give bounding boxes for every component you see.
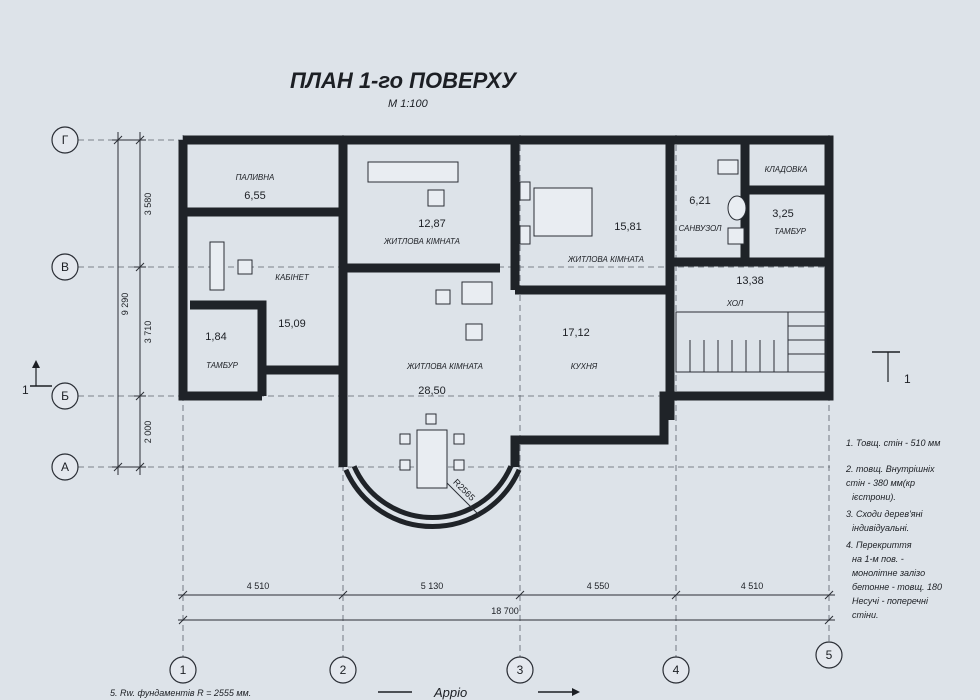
room-name-hol: ХОЛ: [726, 299, 744, 308]
axis-label-3: 3: [517, 663, 524, 677]
note-line-9: монолітне залізо: [852, 568, 925, 578]
room-area-tambur-right: 3,25: [772, 208, 793, 220]
handwritten-notes: 1. Товщ. стін - 510 мм 2. товщ. Внутрішн…: [845, 438, 942, 620]
room-area-palyvna: 6,55: [244, 190, 265, 202]
room-tambur-left: 1,84 ТАМБУР: [205, 331, 238, 370]
axis-bubble-b: Б: [51, 382, 79, 410]
note-line-11: Несучі - поперечні: [852, 596, 929, 606]
room-area-hol: 13,38: [736, 275, 764, 287]
room-name-living-main: ЖИТЛОВА КІМНАТА: [406, 362, 483, 371]
axis-bubble-3: 3: [506, 656, 534, 684]
room-area-tambur-left: 1,84: [205, 331, 226, 343]
room-name-tambur-right: ТАМБУР: [774, 227, 806, 236]
room-area-bedroom: 15,81: [614, 221, 642, 233]
axis-label-v: В: [61, 260, 69, 274]
note-line-6: індивідуальні.: [852, 523, 909, 533]
footer-note: 5. Rw. фундаментів R = 2555 мм.: [110, 688, 251, 698]
room-area-living-top: 12,87: [418, 218, 446, 230]
horizontal-dimensions: 4 510 5 130 4 550 4 510 18 700: [178, 581, 835, 625]
room-area-sanvuzol: 6,21: [689, 195, 710, 207]
bay-radius-label: R2565: [451, 477, 477, 503]
axis-label-a: А: [61, 460, 69, 474]
drawing-title: ПЛАН 1-го ПОВЕРХУ: [290, 68, 518, 93]
room-hol: 13,38 ХОЛ: [726, 275, 764, 308]
note-line-10: бетонне - товщ. 180: [852, 582, 942, 592]
room-bedroom: 15,81 ЖИТЛОВА КІМНАТА: [567, 221, 644, 264]
section-label-right: 1: [904, 372, 911, 386]
axis-bubble-g: Г: [51, 126, 79, 154]
room-kladovka: КЛАДОВКА: [765, 165, 808, 174]
room-name-kladovka: КЛАДОВКА: [765, 165, 808, 174]
room-name-palyvna: ПАЛИВНА: [236, 173, 275, 182]
dim-horizontal-1: 4 510: [247, 581, 270, 591]
dim-horizontal-total: 18 700: [491, 606, 519, 616]
axis-label-b: Б: [61, 389, 69, 403]
axis-bubble-1: 1: [169, 656, 197, 684]
room-area-kabinet: 15,09: [278, 318, 306, 330]
section-mark-right: 1: [872, 351, 911, 386]
room-sanvuzol: 6,21 САНВУЗОЛ: [679, 195, 722, 233]
note-line-8: на 1-м пов. -: [852, 554, 904, 564]
vertical-dimensions: 3 580 3 710 2 000 9 290: [112, 132, 153, 475]
footer-notes: 5. Rw. фундаментів R = 2555 мм. Арріо: [110, 685, 580, 700]
room-name-living-top: ЖИТЛОВА КІМНАТА: [383, 237, 460, 246]
note-line-4: ієстрони).: [852, 492, 896, 502]
room-name-kabinet: КАБІНЕТ: [275, 273, 310, 282]
axis-bubble-2: 2: [329, 656, 357, 684]
dim-vertical-total: 9 290: [120, 293, 130, 316]
room-tambur-right: 3,25 ТАМБУР: [772, 208, 806, 236]
dim-horizontal-2: 5 130: [421, 581, 444, 591]
axis-bubble-4: 4: [662, 656, 690, 684]
room-living-top: 12,87 ЖИТЛОВА КІМНАТА: [383, 218, 460, 246]
note-line-12: стіни.: [852, 610, 878, 620]
stairs: [675, 311, 827, 373]
axis-label-g: Г: [62, 133, 69, 147]
dim-vertical-1: 3 580: [143, 193, 153, 216]
note-line-2: 2. товщ. Внутрішніх: [845, 464, 935, 474]
section-mark-left: 1: [22, 360, 52, 397]
room-palyvna: ПАЛИВНА 6,55: [236, 173, 275, 202]
axis-bubble-v: В: [51, 253, 79, 281]
room-name-sanvuzol: САНВУЗОЛ: [679, 224, 722, 233]
room-area-living-main: 28,50: [418, 385, 446, 397]
footer-arrow-label: Арріо: [433, 685, 467, 700]
note-line-1: 1. Товщ. стін - 510 мм: [846, 438, 940, 448]
note-line-3: стін - 380 мм(кр: [846, 478, 915, 488]
note-line-7: 4. Перекриття: [846, 540, 912, 550]
note-line-5: 3. Сходи дерев'яні: [846, 509, 924, 519]
section-label-left: 1: [22, 383, 29, 397]
furniture: [209, 159, 747, 489]
dim-horizontal-3: 4 550: [587, 581, 610, 591]
axis-label-5: 5: [826, 648, 833, 662]
axis-label-1: 1: [180, 663, 187, 677]
axis-label-4: 4: [673, 663, 680, 677]
axis-label-2: 2: [340, 663, 347, 677]
room-kukhnia: 17,12 КУХНЯ: [562, 327, 598, 371]
axis-bubble-5: 5: [815, 641, 843, 669]
room-kabinet: КАБІНЕТ 15,09: [275, 273, 310, 330]
room-name-bedroom: ЖИТЛОВА КІМНАТА: [567, 255, 644, 264]
drawing-scale: М 1:100: [388, 98, 429, 110]
dim-vertical-3: 2 000: [143, 421, 153, 444]
room-name-kukhnia: КУХНЯ: [571, 362, 598, 371]
room-name-tambur-left: ТАМБУР: [206, 361, 238, 370]
room-area-kukhnia: 17,12: [562, 327, 590, 339]
dim-horizontal-4: 4 510: [741, 581, 764, 591]
axis-bubble-a: А: [51, 453, 79, 481]
arrow-right-icon: [572, 688, 580, 696]
dim-vertical-2: 3 710: [143, 321, 153, 344]
walls: [178, 135, 834, 467]
room-living-main: ЖИТЛОВА КІМНАТА 28,50: [406, 362, 483, 397]
